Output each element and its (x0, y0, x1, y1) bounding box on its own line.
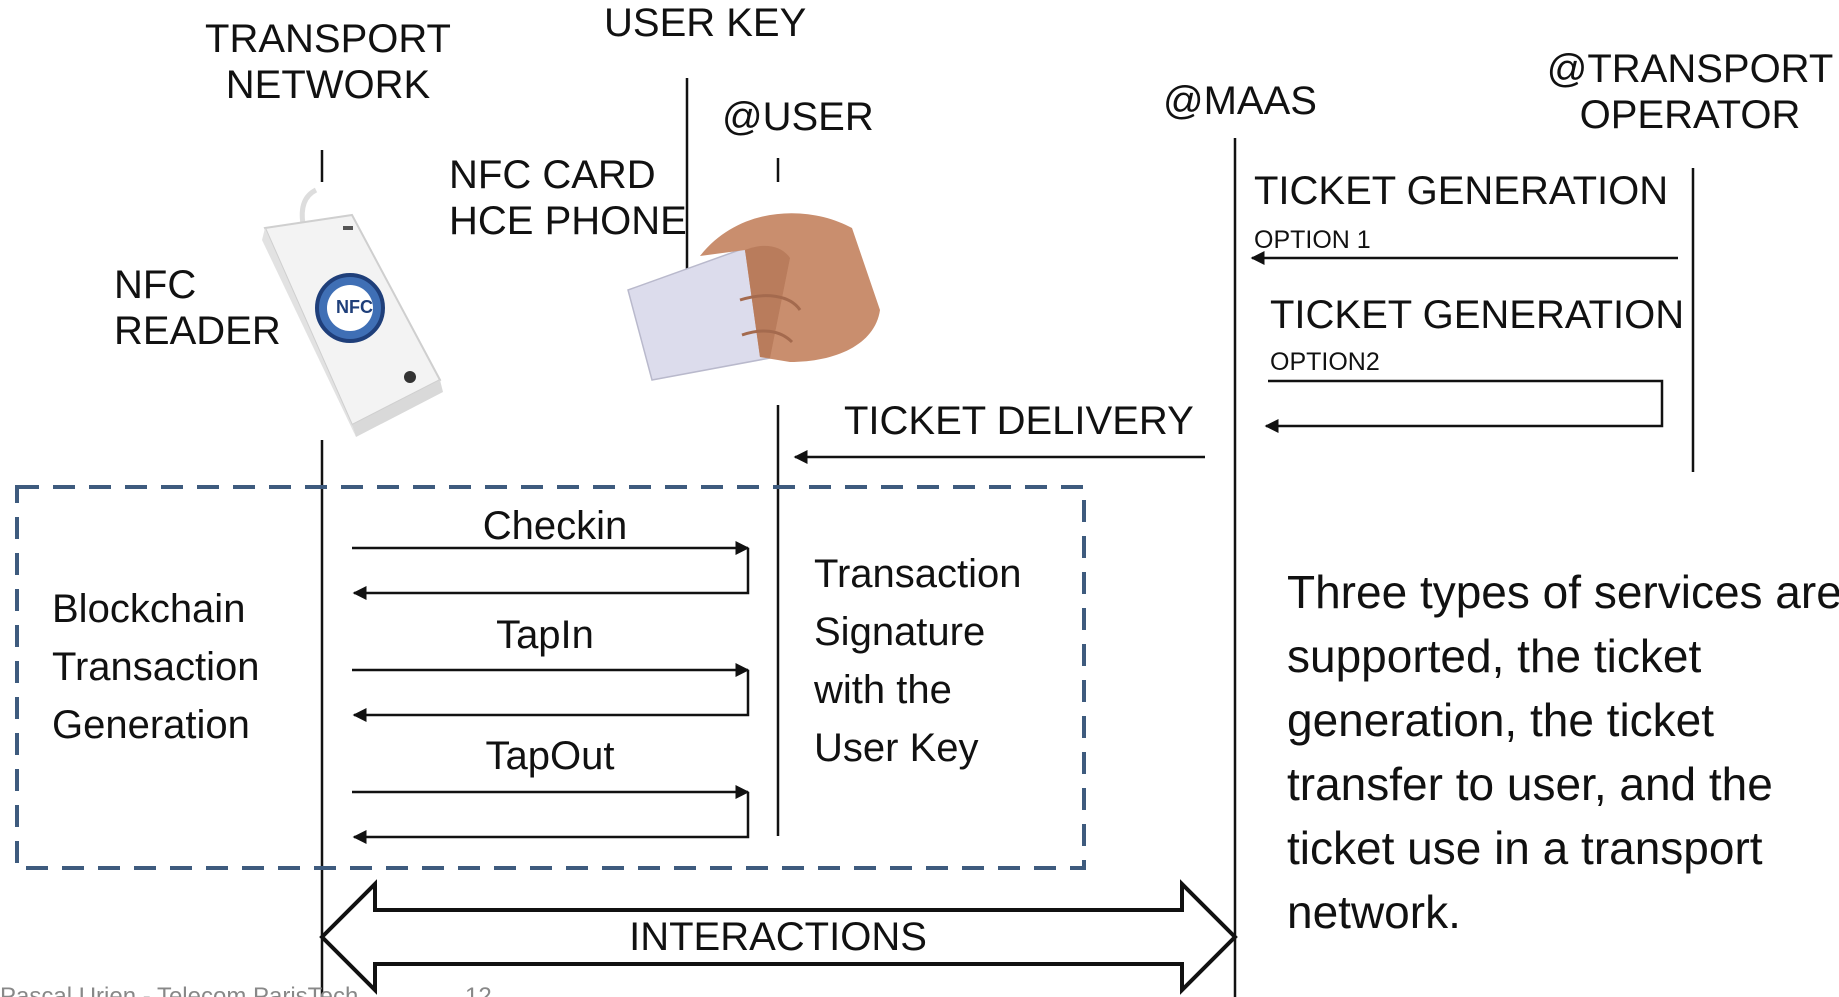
blockchain-dashed-box (15, 485, 1086, 870)
tapin-label: TapIn (496, 613, 594, 657)
participant-user: @USER (722, 95, 874, 139)
nfc-card-label: NFC CARD HCE PHONE (449, 153, 687, 243)
footer-page-number: 12 (465, 983, 492, 997)
participant-transport-network: TRANSPORT NETWORK (205, 17, 451, 107)
ticket-generation-option2-arrow (1264, 379, 1664, 433)
tapout-return-arrow (352, 792, 750, 844)
option-1-label: OPTION 1 (1254, 226, 1371, 254)
participant-user-key: USER KEY (604, 1, 807, 45)
ticket-generation-label-2: TICKET GENERATION (1270, 293, 1685, 337)
nfc-reader-label: NFC READER (114, 263, 281, 353)
checkin-return-arrow (352, 548, 750, 600)
participant-transport-operator: @TRANSPORT OPERATOR (1546, 47, 1834, 137)
card-in-hand-image (627, 213, 880, 381)
ticket-delivery-label: TICKET DELIVERY (844, 399, 1194, 443)
interactions-double-arrow (319, 879, 1238, 995)
tapin-return-arrow (352, 670, 750, 722)
nfc-reader-image (262, 187, 443, 437)
option-2-label: OPTION2 (1270, 348, 1380, 376)
ticket-generation-label-1: TICKET GENERATION (1254, 169, 1669, 213)
participant-maas: @MAAS (1163, 79, 1317, 123)
blockchain-transaction-label: Blockchain Transaction Generation (52, 587, 260, 747)
transaction-signature-label: Transaction Signature with the User Key (814, 552, 1022, 770)
checkin-label: Checkin (482, 504, 628, 548)
services-description: Three types of services are supported, t… (1287, 566, 1839, 938)
nfc-logo-text: NFC (336, 297, 373, 317)
tapout-label: TapOut (485, 734, 615, 778)
footer-author: Pascal Urien - Telecom ParisTech (0, 983, 359, 997)
interactions-label: INTERACTIONS (629, 915, 927, 959)
